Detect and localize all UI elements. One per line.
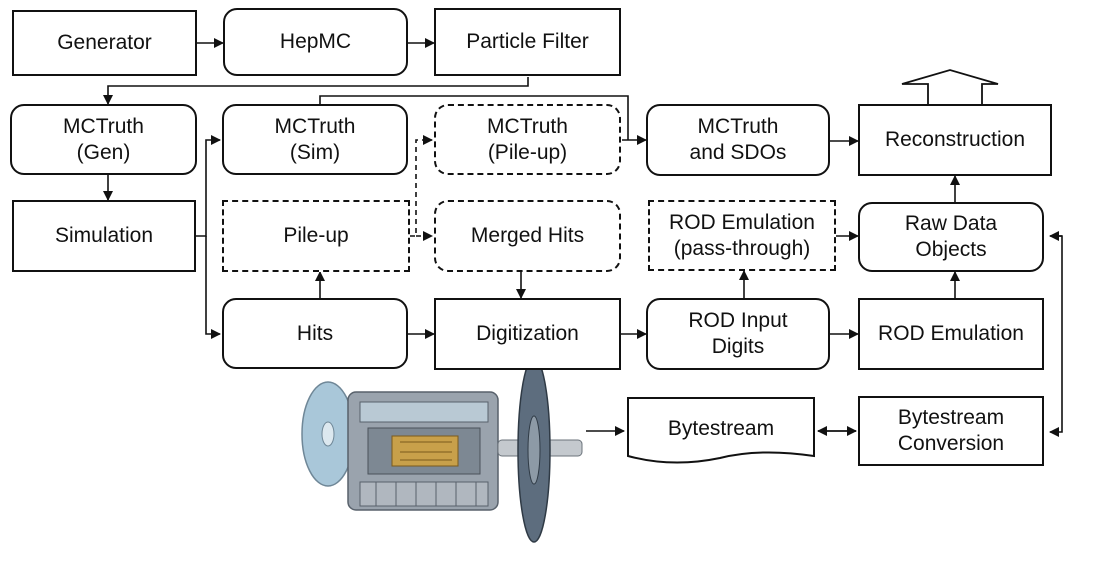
digitization-node: Digitization bbox=[434, 298, 621, 370]
rod-emulation-label: ROD Emulation bbox=[878, 322, 1024, 345]
line-simulation-branch bbox=[196, 135, 221, 237]
rod-emulation-passthrough-node: ROD Emulation (pass-through) bbox=[648, 200, 836, 271]
bytestream-conversion-line2: Conversion bbox=[897, 432, 1005, 455]
line-filter-to-sdos bbox=[319, 95, 629, 140]
mctruth-gen-node: MCTruth (Gen) bbox=[10, 104, 197, 175]
line-right-bidirectional bbox=[1049, 235, 1063, 437]
hits-label: Hits bbox=[296, 321, 334, 345]
particle-filter-label: Particle Filter bbox=[466, 30, 589, 53]
mctruth-gen-line1: MCTruth bbox=[63, 114, 144, 138]
hepmc-label: HepMC bbox=[279, 30, 352, 53]
mctruth-pileup-line1: MCTruth bbox=[487, 114, 568, 138]
rod-emulation-passthrough-line2: (pass-through) bbox=[673, 236, 811, 260]
mctruth-sdos-line1: MCTruth bbox=[697, 115, 779, 138]
raw-data-objects-line1: Raw Data bbox=[904, 212, 998, 235]
rod-input-digits-line1: ROD Input bbox=[688, 309, 788, 332]
raw-data-objects-line2: Objects bbox=[915, 238, 987, 261]
bytestream-node: Bytestream bbox=[628, 398, 814, 460]
generator-node: Generator bbox=[12, 10, 197, 76]
bytestream-label: Bytestream bbox=[667, 417, 775, 440]
dashed-pileup-merged bbox=[410, 135, 433, 237]
raw-data-objects-node: Raw Data Objects bbox=[858, 202, 1044, 272]
rod-emulation-passthrough-line1: ROD Emulation bbox=[669, 210, 815, 234]
mctruth-sim-node: MCTruth (Sim) bbox=[222, 104, 408, 175]
particle-filter-node: Particle Filter bbox=[434, 8, 621, 76]
digitization-label: Digitization bbox=[476, 322, 579, 345]
mctruth-sdos-line2: and SDOs bbox=[689, 141, 787, 164]
atlas-detector-image bbox=[301, 357, 583, 543]
hepmc-node: HepMC bbox=[223, 8, 408, 76]
mctruth-pileup-line2: (Pile-up) bbox=[487, 140, 568, 164]
generator-label: Generator bbox=[57, 31, 152, 54]
bytestream-shape bbox=[627, 397, 815, 464]
mctruth-sim-line1: MCTruth bbox=[274, 114, 356, 138]
mctruth-sim-line2: (Sim) bbox=[289, 140, 341, 164]
bytestream-conversion-node: Bytestream Conversion bbox=[858, 396, 1044, 466]
pileup-node: Pile-up bbox=[222, 200, 410, 272]
arrow-filter-mctruth-gen bbox=[103, 77, 529, 105]
mctruth-gen-line2: (Gen) bbox=[76, 140, 131, 164]
reconstruction-output-arrow bbox=[901, 69, 999, 104]
reconstruction-label: Reconstruction bbox=[884, 128, 1026, 151]
merged-hits-node: Merged Hits bbox=[434, 200, 621, 272]
line-simulation-branch-down bbox=[205, 236, 221, 339]
rod-input-digits-node: ROD Input Digits bbox=[646, 298, 830, 370]
simulation-label: Simulation bbox=[54, 224, 154, 247]
bytestream-conversion-line1: Bytestream bbox=[897, 406, 1005, 429]
mctruth-pileup-node: MCTruth (Pile-up) bbox=[434, 104, 621, 175]
pileup-label: Pile-up bbox=[283, 224, 349, 247]
rod-emulation-node: ROD Emulation bbox=[858, 298, 1044, 370]
rod-input-digits-line2: Digits bbox=[711, 335, 765, 358]
hits-node: Hits bbox=[222, 298, 408, 369]
mctruth-sdos-node: MCTruth and SDOs bbox=[646, 104, 830, 176]
simulation-node: Simulation bbox=[12, 200, 196, 272]
reconstruction-node: Reconstruction bbox=[858, 104, 1052, 176]
merged-hits-label: Merged Hits bbox=[470, 224, 585, 247]
